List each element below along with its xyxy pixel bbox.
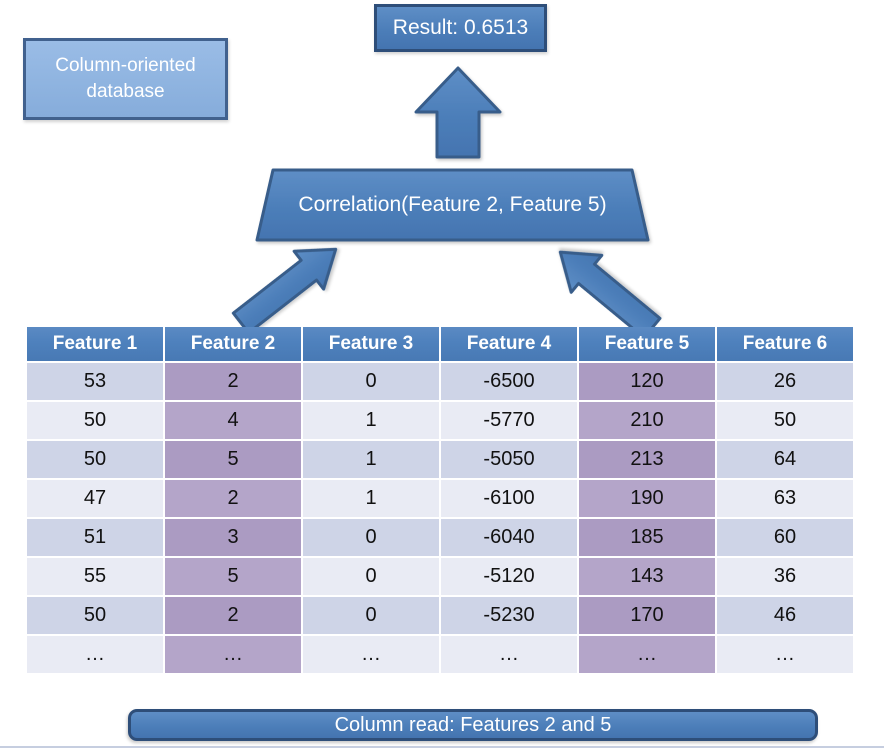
slide-bottom-divider (0, 746, 884, 748)
table-cell: 1 (303, 480, 439, 517)
column-header: Feature 4 (441, 327, 577, 361)
table-cell: … (303, 636, 439, 673)
table-cell: 5 (165, 441, 301, 478)
table-cell: 120 (579, 363, 715, 400)
table-cell: 50 (27, 402, 163, 439)
table-cell: -6040 (441, 519, 577, 556)
up-arrow-icon (414, 66, 502, 159)
table-cell: … (717, 636, 853, 673)
table-cell: … (579, 636, 715, 673)
table-cell: 63 (717, 480, 853, 517)
table-cell: 190 (579, 480, 715, 517)
table-cell: 210 (579, 402, 715, 439)
table-cell: 64 (717, 441, 853, 478)
table-cell: 55 (27, 558, 163, 595)
table-cell: 1 (303, 402, 439, 439)
column-header: Feature 5 (579, 327, 715, 361)
column-header: Feature 1 (27, 327, 163, 361)
table-cell: 3 (165, 519, 301, 556)
table-cell: … (441, 636, 577, 673)
left-diagonal-arrow-icon (231, 247, 338, 335)
table-cell: … (165, 636, 301, 673)
operation-trapezoid (255, 168, 650, 242)
table-cell: -5770 (441, 402, 577, 439)
table-cell: 47 (27, 480, 163, 517)
right-diagonal-arrow-icon (558, 250, 662, 340)
table-cell: -6100 (441, 480, 577, 517)
column-oriented-database-label: Column-oriented database (23, 38, 228, 120)
table-cell: 170 (579, 597, 715, 634)
table-cell: 0 (303, 363, 439, 400)
table-cell: 1 (303, 441, 439, 478)
table-cell: 4 (165, 402, 301, 439)
table-cell: 5 (165, 558, 301, 595)
table-cell: 0 (303, 558, 439, 595)
table-cell: 0 (303, 597, 439, 634)
table-cell: 53 (27, 363, 163, 400)
table-cell: 60 (717, 519, 853, 556)
column-header: Feature 3 (303, 327, 439, 361)
table-cell: 213 (579, 441, 715, 478)
table-cell: … (27, 636, 163, 673)
table-cell: 50 (27, 597, 163, 634)
table-cell: -5120 (441, 558, 577, 595)
table-cell: 26 (717, 363, 853, 400)
table-cell: 36 (717, 558, 853, 595)
table-cell: 50 (717, 402, 853, 439)
table-cell: 2 (165, 363, 301, 400)
table-cell: 185 (579, 519, 715, 556)
table-cell: 2 (165, 480, 301, 517)
table-cell: 50 (27, 441, 163, 478)
table-cell: 2 (165, 597, 301, 634)
table-cell: 46 (717, 597, 853, 634)
table-cell: -5230 (441, 597, 577, 634)
column-header: Feature 2 (165, 327, 301, 361)
column-header: Feature 6 (717, 327, 853, 361)
table-cell: -6500 (441, 363, 577, 400)
table-row: ……………… (27, 636, 853, 673)
result-box: Result: 0.6513 (374, 4, 547, 52)
table-cell: 143 (579, 558, 715, 595)
column-read-bar: Column read: Features 2 and 5 (128, 709, 818, 741)
table-cell: 0 (303, 519, 439, 556)
table-cell: 51 (27, 519, 163, 556)
table-cell: -5050 (441, 441, 577, 478)
